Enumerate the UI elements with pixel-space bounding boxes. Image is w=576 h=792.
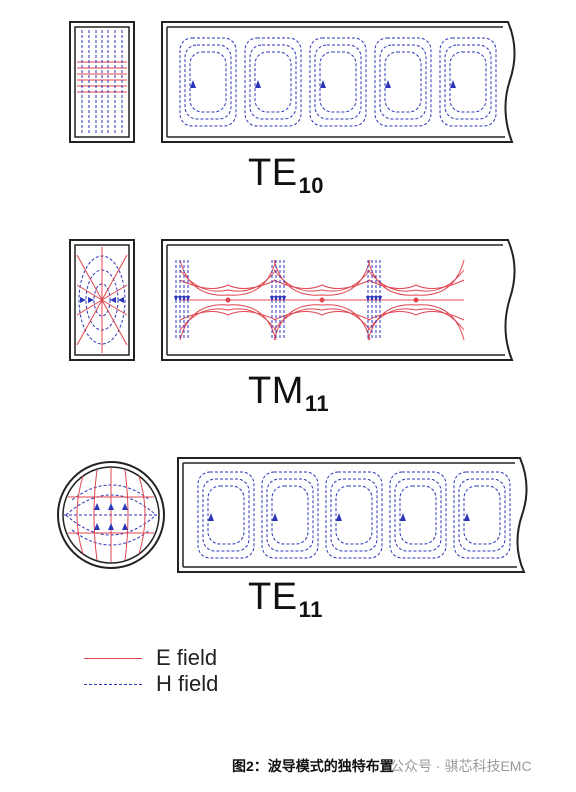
h-field-loop [197,471,255,559]
h-field-loop [384,51,422,113]
h-field-loop [309,37,367,127]
h-field-arrow [255,80,261,88]
te10-cross-h-lines [81,30,123,134]
h-field-loop [458,478,506,552]
h-field-loop [189,51,227,113]
h-field-loop [314,44,362,120]
h-field-loop [207,485,245,545]
h-field-arrow [464,513,470,521]
te11-longitudinal-section [177,457,528,573]
legend-e-line [84,657,142,659]
te10-h-field-loops [179,37,497,127]
mode-label-te11: TE11 [248,576,323,622]
te11-h-field-loops [197,471,511,559]
tm11-cross-section [69,239,135,361]
h-field-loop [389,471,447,559]
h-field-loop [379,44,427,120]
h-field-loop [463,485,501,545]
h-field-loop [179,37,237,127]
h-field-loop [202,478,250,552]
legend-h-line [84,683,142,685]
h-field-loop [330,478,378,552]
h-field-loop [249,44,297,120]
tm11-cross-e-lines [76,247,128,353]
h-field-loop [444,44,492,120]
h-field-loop [325,471,383,559]
mode-label-tm11: TM11 [248,370,330,416]
h-field-arrow [208,513,214,521]
legend-e-label: E field [156,645,218,670]
figure-caption: 图2：波导模式的独特布置 [232,758,394,774]
h-field-loop [319,51,357,113]
mode-label-te10: TE10 [248,152,325,198]
legend-e-field: E field [84,645,218,670]
h-field-arrow [450,80,456,88]
h-field-loop [335,485,373,545]
h-field-loop [254,51,292,113]
h-field-loop [261,471,319,559]
h-field-loop [374,37,432,127]
watermark: 公众号 · 骐芯科技EMC [390,758,532,774]
legend-h-label: H field [156,671,219,696]
tm11-cross-arrows [80,297,124,303]
h-field-arrow [336,513,342,521]
h-field-loop [244,37,302,127]
h-field-loop [394,478,442,552]
h-field-loop [453,471,511,559]
h-field-loop [439,37,497,127]
h-field-arrow [272,513,278,521]
h-field-arrow [190,80,196,88]
h-field-loop [266,478,314,552]
h-field-loop [399,485,437,545]
h-field-loop [449,51,487,113]
h-field-arrow [400,513,406,521]
te11-cross-e-lines [68,468,154,562]
tm11-longitudinal-section [161,239,516,361]
h-field-loop [271,485,309,545]
tm11-h-field-lines [174,260,382,340]
te10-cross-section [69,21,135,143]
te11-cross-arrows [94,503,128,530]
legend-h-field: H field [84,671,219,696]
h-field-loop [184,44,232,120]
te11-cross-section [57,461,165,569]
h-field-arrow [385,80,391,88]
te10-longitudinal-section [161,21,516,143]
tm11-e-field-lines [179,259,465,341]
h-field-arrow [320,80,326,88]
